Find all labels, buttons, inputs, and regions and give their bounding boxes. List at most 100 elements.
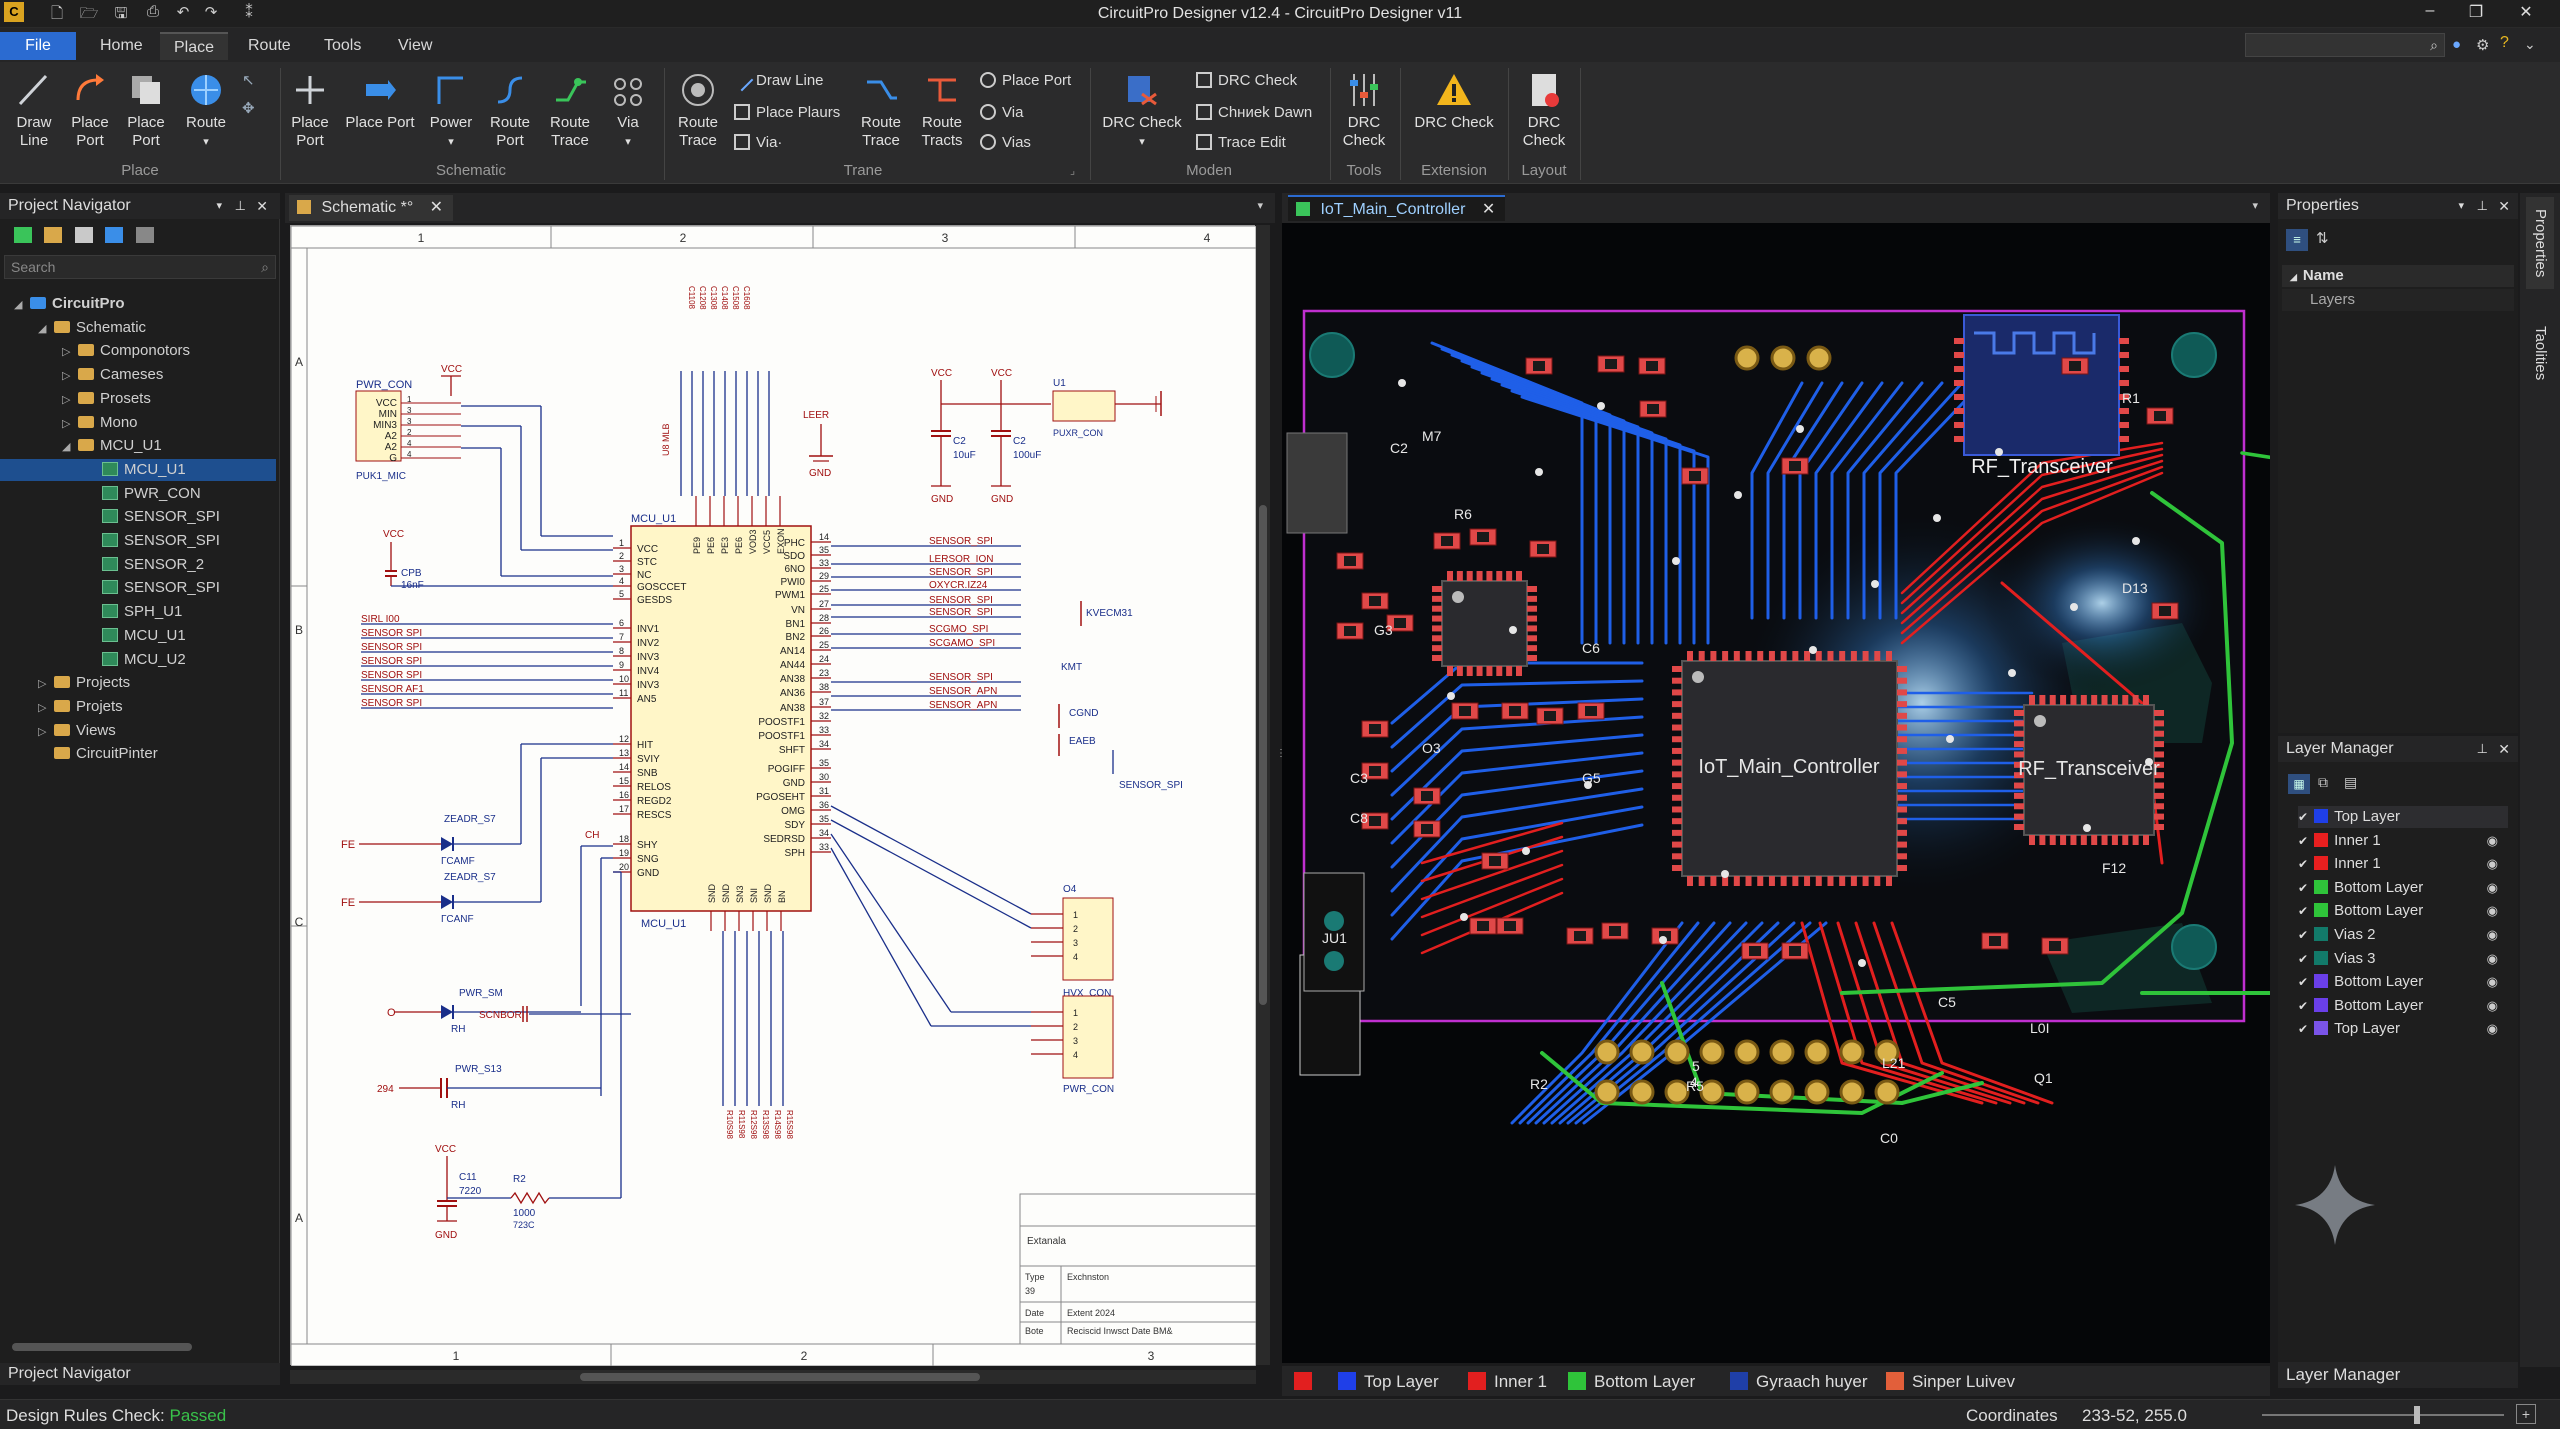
layer-visible-check-icon[interactable]: ✔ [2298,975,2309,990]
layer-row[interactable]: ✔Vias 2◉ [2298,924,2508,946]
tree-item[interactable]: MCU_U1 [0,625,276,647]
new-file-icon[interactable]: 🗋 [50,5,64,22]
trace-edit-button[interactable]: Trace Edit [1196,132,1286,154]
tab-schematic[interactable]: Schematic *° ✕ [289,195,454,221]
tree-expander-icon[interactable]: ◢ [38,322,47,335]
add-project-icon[interactable] [14,227,32,243]
eye-icon[interactable]: ◉ [2486,974,2498,990]
layer-tab[interactable]: Sinper Luivev [1886,1372,2015,1392]
tab-iot-main-controller[interactable]: IoT_Main_Controller ✕ [1288,195,1506,221]
tree-expander-icon[interactable]: ▷ [62,417,71,430]
sort-icon[interactable]: ⇅ [2316,230,2329,247]
minimize-icon[interactable]: – [2425,2,2435,19]
tree-expander-icon[interactable]: ▷ [62,393,71,406]
categorized-icon[interactable]: ≡ [2286,229,2308,251]
place-port-small-button[interactable]: Place Port [980,70,1071,92]
customize-quick-access-icon[interactable]: ⁑ [245,4,253,21]
tab-view[interactable]: View [398,37,433,54]
layer-row[interactable]: ✔Inner 1◉ [2298,853,2508,875]
print-icon[interactable]: ⎙ [146,3,159,20]
schematic-hscroll-thumb[interactable] [580,1373,980,1381]
tree-item[interactable]: ◢MCU_U1 [0,435,276,457]
eye-icon[interactable]: ◉ [2486,856,2498,872]
layer-stack-icon[interactable]: ⧉ [2318,774,2328,790]
pcb-canvas[interactable]: ⊕ ⊖ ⊙ ⊘ ▢ ⌥ ⌘ ⌬ ✎ ▤ ▦ IoT_Main_Controlle… [1282,223,2270,1363]
tab-list-icon[interactable]: ▾ [2252,200,2258,212]
tree-item[interactable]: ▷Projets [0,696,276,718]
dialog-launcher-icon[interactable]: ⌟ [1070,165,1076,177]
layer-view-icon[interactable]: ▦ [2288,774,2310,794]
layer-row[interactable]: ✔Inner 1◉ [2298,830,2508,852]
panel-close-icon[interactable]: ✕ [256,198,268,214]
tree-item[interactable]: ◢CircuitPro [0,293,276,315]
tab-home[interactable]: Home [100,37,143,54]
tab-tools[interactable]: Tools [324,37,362,54]
tree-expander-icon[interactable]: ▷ [62,346,71,359]
tree-expander-icon[interactable]: ◢ [62,441,71,454]
ribbon-search-input[interactable]: ⌕ [2245,33,2445,57]
tree-expander-icon[interactable]: ◢ [14,299,23,311]
tree-item[interactable]: ▷Cameses [0,364,276,386]
tree-item[interactable]: SENSOR_SPI [0,506,276,528]
layer-tab[interactable]: Bottom Layer [1568,1372,1695,1392]
navigator-scrollbar[interactable] [12,1343,192,1351]
pin-icon[interactable]: ⊥ [234,198,246,213]
save-icon[interactable]: 🖫 [114,5,128,22]
tree-expander-icon[interactable]: ▷ [38,678,47,691]
tree-expander-icon[interactable]: ▷ [62,370,71,383]
eye-icon[interactable]: ◉ [2486,927,2498,942]
tree-item[interactable]: MCU_U2 [0,649,276,671]
panel-menu-icon[interactable]: ▾ [216,200,222,212]
layer-manager-footer-tab[interactable]: Layer Manager [2278,1362,2518,1388]
panel-menu-icon[interactable]: ▾ [2458,200,2464,212]
zoom-in-button[interactable]: + [2516,1404,2536,1424]
eye-icon[interactable]: ◉ [2486,832,2498,848]
zoom-slider-thumb[interactable] [2414,1406,2420,1424]
layer-row[interactable]: ✔Bottom Layer◉ [2298,877,2508,899]
panel-close-icon[interactable]: ✕ [2498,741,2510,757]
tree-item[interactable]: ▷Prosets [0,388,276,410]
tab-list-icon[interactable]: ▾ [1257,200,1263,212]
tab-route[interactable]: Route [248,37,291,54]
schematic-vscroll[interactable] [1256,225,1270,1365]
settings-icon[interactable]: ⚙ [2476,37,2490,54]
undo-icon[interactable]: ↶ [176,4,190,21]
vias-small-button[interactable]: Viаs [980,132,1031,154]
place-plaurs-button[interactable]: Place Plaurs [734,102,840,124]
close-icon[interactable]: ✕ [2519,4,2533,21]
tree-item[interactable]: SENSOR_SPI [0,577,276,599]
tree-item[interactable]: CircuitPinter [0,743,276,765]
layer-visible-check-icon[interactable]: ✔ [2298,810,2309,824]
tree-item[interactable]: SENSOR_SPI [0,530,276,552]
layer-row[interactable]: ✔Vias 3◉ [2298,948,2508,970]
small-move-icon[interactable]: ✥ [242,100,255,117]
splitter-handle[interactable]: ⋮ [1276,748,1286,759]
restore-icon[interactable]: ❐ [2468,4,2484,21]
tree-item[interactable]: ▷Views [0,720,276,742]
eye-icon[interactable]: ◉ [2486,950,2498,966]
layer-visible-check-icon[interactable]: ✔ [2298,833,2309,848]
layer-visible-check-icon[interactable]: ✔ [2298,880,2309,895]
layer-tab[interactable]: Gyraach huyer [1730,1372,1868,1392]
drc-check-button[interactable]: DRC Check▾ [1094,70,1190,151]
tree-item[interactable]: ◢Schematic [0,317,276,339]
drc-check-extension-button[interactable]: DRC Check [1404,70,1504,132]
layer-row[interactable]: ✔Bottom Layer◉ [2298,995,2508,1017]
check-dawn-button[interactable]: Chниek Dawn [1196,102,1312,124]
layer-row[interactable]: ✔Top Layer◉ [2298,1018,2508,1040]
tree-item[interactable]: SPH_U1 [0,601,276,623]
navigator-footer-tab[interactable]: Project Navigator [0,1363,280,1385]
tree-expander-icon[interactable]: ▷ [38,701,47,714]
add-folder-icon[interactable] [44,227,63,243]
draw-line-small-button[interactable]: Draw Line [730,68,824,92]
via-small-button[interactable]: Viа· [734,132,782,154]
tab-place[interactable]: Place [160,32,229,60]
layer-settings-icon[interactable]: ▤ [2344,774,2358,790]
